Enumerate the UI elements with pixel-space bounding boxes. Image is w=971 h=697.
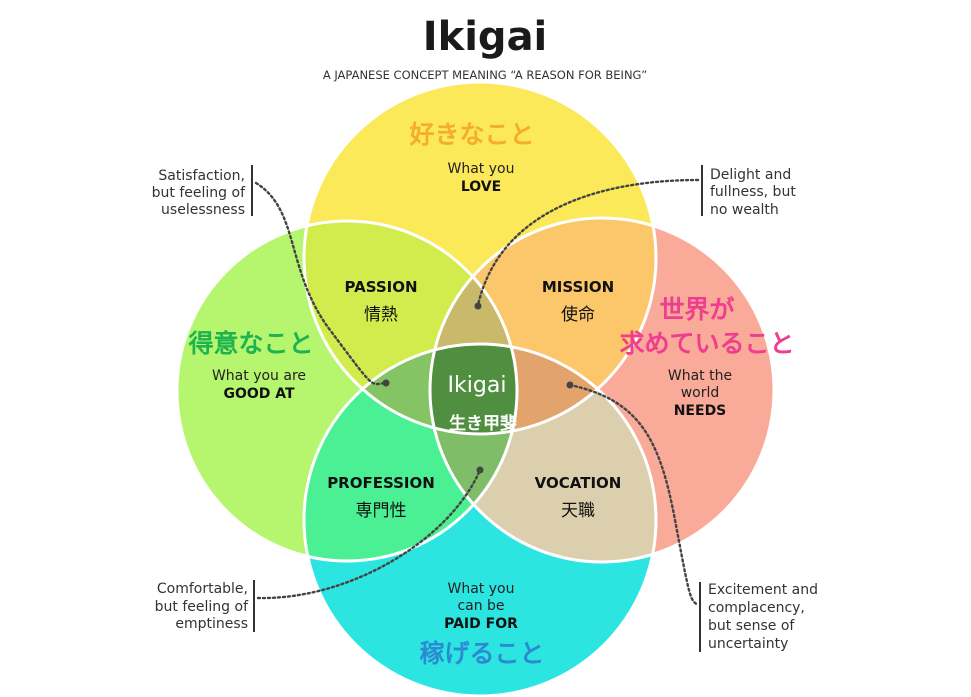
leader-line-bottom-right	[568, 383, 700, 607]
passion-jp-label: 情熱	[364, 305, 398, 325]
annotation-top-right: Delight and fullness, but no wealth	[701, 165, 796, 218]
leader-dot	[382, 379, 390, 387]
leader-dot	[474, 302, 482, 310]
annotation-text: uncertainty	[708, 636, 788, 652]
annotation-text: no wealth	[710, 202, 779, 218]
mission-label: MISSION	[542, 278, 614, 296]
annotation-text: but feeling of	[155, 599, 249, 615]
profession-label: PROFESSION	[327, 474, 435, 492]
love-label-line1: What you	[448, 161, 515, 177]
leader-line-top-right	[476, 178, 700, 307]
good-at-label-line2: GOOD AT	[223, 386, 295, 402]
annotation-text: complacency,	[708, 600, 805, 616]
love-label-line2: LOVE	[461, 179, 501, 195]
paid-for-label-line3: PAID FOR	[444, 616, 518, 632]
annotation-text: but sense of	[708, 618, 795, 634]
leader-dot	[476, 466, 484, 474]
vocation-jp-label: 天職	[561, 501, 595, 521]
needs-jp-label-line2: 求めていること	[619, 329, 794, 358]
profession-jp-label: 専門性	[356, 501, 407, 521]
good-at-jp-label: 得意なこと	[187, 329, 313, 358]
center-ikigai-label: Ikigai	[448, 373, 507, 398]
page-subtitle: A JAPANESE CONCEPT MEANING “A REASON FOR…	[323, 68, 647, 82]
center-ikigai-jp-label: 生き甲斐	[449, 413, 518, 434]
mission-jp-label: 使命	[561, 304, 595, 325]
needs-label-line1: What the	[668, 368, 732, 384]
annotation-bottom-left: Comfortable, but feeling of emptiness	[155, 580, 255, 632]
annotation-text: Satisfaction,	[158, 168, 245, 184]
annotation-top-left: Satisfaction, but feeling of uselessness	[152, 165, 253, 218]
needs-jp-label-line1: 世界が	[659, 295, 734, 324]
needs-label-line3: NEEDS	[674, 403, 727, 419]
annotation-text: emptiness	[175, 616, 248, 632]
love-jp-label: 好きなこと	[408, 120, 534, 149]
paid-for-label-line2: can be	[457, 598, 504, 614]
annotation-text: Comfortable,	[157, 581, 248, 597]
paid-for-label-line1: What you	[448, 581, 515, 597]
needs-label-line2: world	[681, 385, 720, 401]
annotation-text: but feeling of	[152, 185, 246, 201]
page-title: Ikigai	[423, 14, 548, 60]
good-at-label-line1: What you are	[212, 368, 306, 384]
annotation-text: uselessness	[161, 202, 245, 218]
vocation-label: VOCATION	[535, 474, 622, 492]
paid-for-jp-label: 稼げること	[419, 639, 544, 668]
annotation-text: fullness, but	[710, 184, 796, 200]
leader-line-bottom-left	[256, 468, 482, 600]
leader-dot	[566, 381, 574, 389]
leader-line-top-left	[254, 181, 387, 386]
passion-label: PASSION	[344, 278, 417, 296]
annotation-text: Excitement and	[708, 582, 818, 598]
annotation-bottom-right: Excitement and complacency, but sense of…	[699, 582, 818, 652]
annotation-text: Delight and	[710, 167, 791, 183]
